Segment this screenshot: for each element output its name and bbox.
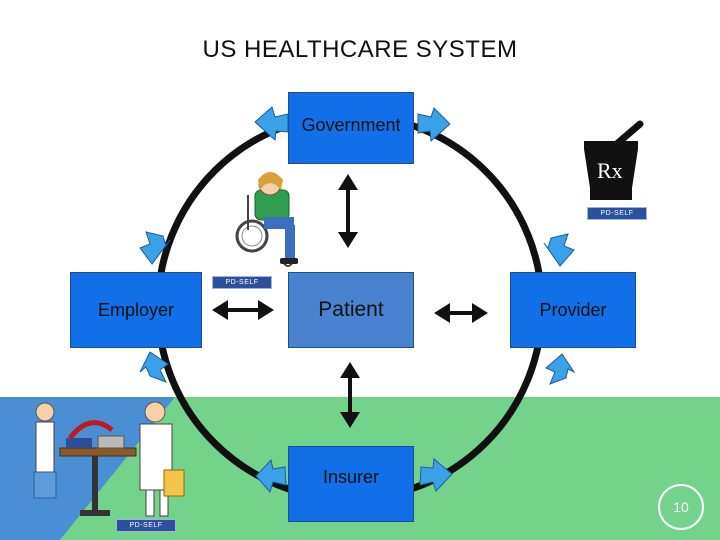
provider-label: Provider bbox=[539, 299, 607, 320]
pharmacy-rx-illustration bbox=[584, 120, 644, 200]
provider-box: Provider bbox=[510, 272, 636, 348]
cyan-arrow-right-upper bbox=[543, 233, 575, 267]
doctors-desk-illustration bbox=[33, 401, 185, 517]
cyan-arrow-bottom-right bbox=[419, 458, 453, 492]
pd-self-logo-pharmacy: PD-SELF bbox=[587, 207, 647, 220]
page-number: 10 bbox=[658, 484, 704, 530]
cyan-arrow-left-upper bbox=[139, 231, 171, 265]
pd-self-logo-patient: PD-SELF bbox=[212, 276, 272, 289]
patient-wheelchair-illustration bbox=[235, 172, 298, 267]
patient-label: Patient bbox=[318, 298, 384, 321]
arrow-employer-patient bbox=[212, 300, 274, 320]
cyan-arrow-top-right bbox=[417, 107, 451, 143]
employer-box: Employer bbox=[70, 272, 202, 348]
insurer-label: Insurer bbox=[322, 467, 380, 487]
arrow-patient-insurer bbox=[340, 362, 360, 428]
arrow-patient-provider bbox=[434, 303, 488, 323]
government-box: Government bbox=[288, 92, 414, 164]
insurer-box: Insurer bbox=[288, 446, 414, 522]
cyan-arrow-left-lower bbox=[139, 351, 169, 383]
cyan-arrow-bottom-left bbox=[255, 458, 287, 494]
cyan-arrow-right-lower bbox=[545, 353, 576, 385]
arrow-government-patient bbox=[338, 174, 358, 248]
rx-symbol: Rx bbox=[597, 158, 623, 183]
employer-label: Employer bbox=[97, 299, 175, 320]
pd-self-logo-doctors: PD-SELF bbox=[116, 519, 176, 532]
slide-title: US HEALTHCARE SYSTEM bbox=[202, 36, 518, 63]
government-label: Government bbox=[301, 115, 401, 135]
patient-box: Patient bbox=[288, 272, 414, 348]
